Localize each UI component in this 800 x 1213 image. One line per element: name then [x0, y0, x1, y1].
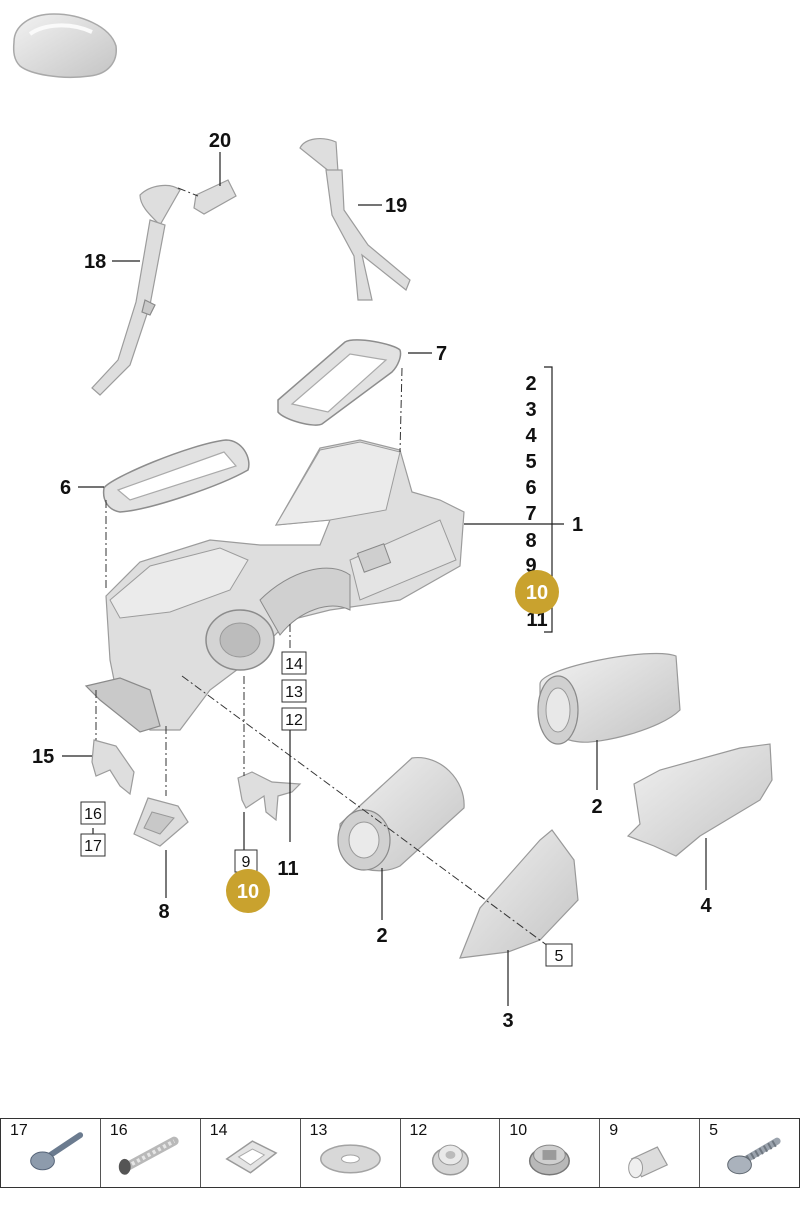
washer-icon: [319, 1144, 381, 1174]
parts-cell-number: 16: [109, 1122, 128, 1139]
box-5: 5: [555, 948, 564, 965]
part-2-filter-lower: [337, 757, 465, 872]
parts-cell-number: 9: [609, 1122, 619, 1139]
group-item: 11: [526, 609, 547, 631]
bolt-icon: [30, 1132, 84, 1171]
parts-cell-12[interactable]: 12: [399, 1119, 500, 1187]
group-item: 9: [525, 555, 536, 577]
rubber-mount-icon: [529, 1144, 571, 1176]
parts-cell-13[interactable]: 13: [299, 1119, 400, 1187]
part-8-insert: [133, 797, 189, 847]
callout-20: 20: [209, 130, 231, 152]
part-7-gasket: [277, 339, 402, 426]
group-item: 3: [525, 399, 536, 421]
callout-labels: 20 19 18 7 6 1 15 8 11 2 2 4 3: [32, 130, 712, 1032]
box-12: 12: [285, 712, 303, 729]
highlight-badge-circle[interactable]: [226, 869, 270, 913]
part-19-hose: [299, 138, 411, 301]
screw-icon: [727, 1137, 781, 1175]
group-item: 2: [525, 373, 536, 395]
parts-table: 17 16 14 13 12 1: [0, 1118, 800, 1188]
callout-15: 15: [32, 746, 54, 768]
assembly-lines: [95, 367, 549, 947]
callout-2-upper: 2: [591, 796, 602, 818]
boxed-labels: 14 13 12 16 17 9 5: [80, 651, 573, 967]
highlight-badge-label: 10: [237, 881, 259, 903]
group-item: 6: [525, 477, 536, 499]
group-item: 5: [525, 451, 536, 473]
highlight-badge-group-label: 10: [526, 582, 548, 604]
box-9: 9: [242, 854, 251, 871]
callout-7: 7: [436, 343, 447, 365]
parts-cell-17[interactable]: 17: [0, 1119, 100, 1187]
callout-3: 3: [502, 1010, 513, 1032]
parts-cell-5[interactable]: 5: [699, 1119, 800, 1187]
parts-cell-10[interactable]: 10: [499, 1119, 599, 1187]
callout-8: 8: [158, 901, 169, 923]
part-6-gasket: [102, 439, 250, 513]
box-16: 16: [84, 806, 102, 823]
callout-4: 4: [700, 895, 712, 917]
callout-11: 11: [277, 858, 298, 880]
part-15-bracket: [91, 739, 135, 796]
part-1-group-list: 2 3 4 5 6 7 8 9 11 10: [515, 373, 559, 631]
part-20-connector: [177, 179, 237, 215]
spacer-sleeve-icon: [628, 1146, 669, 1179]
grommet-icon: [431, 1144, 469, 1176]
parts-cell-9[interactable]: 9: [599, 1119, 699, 1187]
highlight-badge-bracket[interactable]: 10: [226, 869, 270, 913]
group-item: 8: [525, 530, 536, 552]
callout-18: 18: [84, 251, 106, 273]
part-11-bracket: [237, 771, 302, 822]
part-1-intake-housing: [84, 439, 465, 733]
vehicle-thumbnail-icon: [12, 13, 117, 79]
group-item: 7: [525, 503, 536, 525]
parts-cell-16[interactable]: 16: [99, 1119, 200, 1187]
part-18-hose: [91, 184, 181, 396]
parts-cell-number: 17: [10, 1122, 28, 1139]
parts-cell-14[interactable]: 14: [199, 1119, 300, 1187]
callout-2-lower: 2: [376, 925, 387, 947]
parts-cell-number: 12: [409, 1122, 428, 1139]
leader-lines: [62, 152, 707, 1006]
part-2-filter-upper: [537, 652, 681, 745]
callout-19: 19: [385, 195, 407, 217]
callout-1: 1: [572, 514, 583, 536]
callout-6: 6: [60, 477, 71, 499]
box-17: 17: [84, 838, 102, 855]
box-13: 13: [285, 684, 303, 701]
part-3-cover: [459, 829, 579, 959]
parts-cell-number: 14: [209, 1122, 228, 1139]
parts-cell-number: 10: [509, 1122, 528, 1139]
part-4-cover: [626, 743, 773, 857]
parts-cell-number: 5: [709, 1122, 719, 1139]
parts-cell-number: 13: [309, 1122, 328, 1139]
group-item: 4: [525, 425, 537, 447]
highlight-badge-group[interactable]: [515, 570, 559, 614]
expansion-rivet-icon: [118, 1136, 179, 1175]
spring-clip-icon: [225, 1140, 278, 1174]
box-14: 14: [285, 656, 303, 673]
